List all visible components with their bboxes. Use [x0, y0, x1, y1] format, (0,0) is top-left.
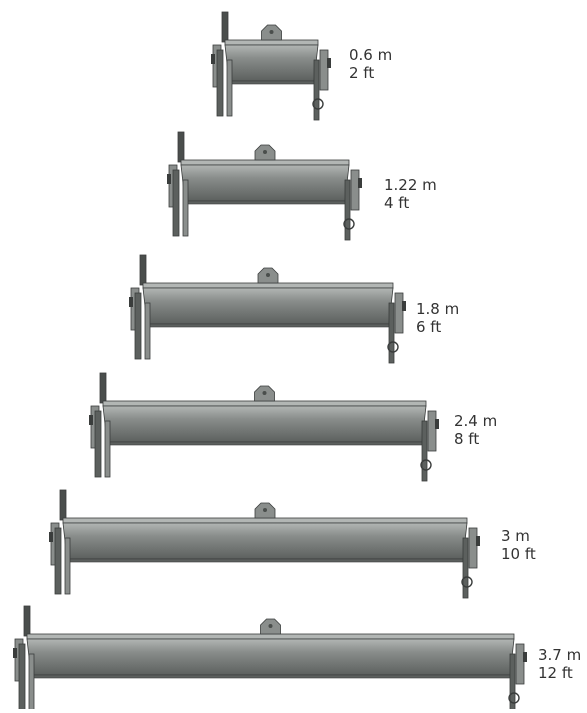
left-post: [177, 131, 185, 163]
size-label-6ft: 1.8 m 6 ft: [416, 300, 459, 336]
size-imperial: 8 ft: [454, 430, 480, 448]
left-leg-inner: [28, 653, 35, 711]
right-leg: [313, 59, 320, 121]
size-imperial: 4 ft: [384, 194, 410, 212]
trough-12ft: [13, 605, 527, 713]
size-metric: 2.4 m: [454, 412, 498, 430]
right-end-plate: [468, 527, 478, 569]
size-label-4ft: 1.22 m 4 ft: [384, 176, 437, 212]
right-leg: [462, 537, 469, 599]
trough-base: [106, 441, 423, 446]
left-leg-inner: [104, 420, 111, 478]
right-end-plate: [515, 643, 525, 685]
size-label-8ft: 2.4 m 8 ft: [454, 412, 497, 448]
left-post: [139, 254, 147, 286]
trough-base: [146, 323, 390, 328]
hook-ring: [508, 692, 520, 704]
left-leg: [18, 643, 26, 711]
trough-body: [142, 287, 394, 325]
trough-body: [180, 164, 350, 202]
hook-ring: [420, 459, 432, 471]
size-imperial: 12 ft: [538, 664, 573, 682]
trough-base: [30, 674, 511, 679]
size-imperial: 2 ft: [349, 64, 375, 82]
right-leg: [421, 420, 428, 482]
trough-2ft: [211, 11, 331, 121]
right-cap: [523, 652, 527, 662]
left-post: [59, 489, 67, 521]
left-post: [99, 372, 107, 404]
size-label-12ft: 3.7 m 12 ft: [538, 646, 581, 682]
hook-ring: [312, 98, 324, 110]
trough-base: [228, 80, 315, 85]
size-metric: 3.7 m: [538, 646, 582, 664]
hook-ring: [343, 218, 355, 230]
trough-body: [26, 638, 515, 676]
left-cap: [49, 532, 53, 542]
bracket-bolt: [269, 30, 274, 34]
trough-body: [62, 522, 468, 560]
left-leg-inner: [182, 179, 189, 237]
left-leg-inner: [64, 537, 71, 595]
trough-body: [224, 44, 319, 82]
trough-rim: [102, 400, 427, 407]
hook-ring: [461, 576, 473, 588]
trough-6ft: [129, 254, 406, 364]
left-leg: [134, 292, 142, 360]
right-cap: [327, 58, 331, 68]
trough-rim: [62, 517, 468, 524]
trough-body: [102, 405, 427, 443]
trough-8ft: [89, 372, 439, 482]
right-cap: [476, 536, 480, 546]
hook-ring: [387, 341, 399, 353]
left-cap: [13, 648, 17, 658]
size-label-2ft: 0.6 m 2 ft: [349, 46, 392, 82]
bracket-bolt: [263, 150, 267, 154]
left-post: [221, 11, 229, 43]
size-label-10ft: 3 m 10 ft: [501, 527, 536, 563]
left-post: [23, 605, 31, 637]
right-cap: [435, 419, 439, 429]
size-metric: 0.6 m: [349, 46, 393, 64]
trough-rim: [180, 159, 350, 166]
size-metric: 1.8 m: [416, 300, 460, 318]
right-cap: [402, 301, 406, 311]
right-leg: [344, 179, 351, 241]
right-end-plate: [319, 49, 329, 91]
bracket-bolt: [263, 508, 267, 512]
right-leg: [388, 302, 395, 364]
trough-4ft: [167, 131, 362, 241]
trough-10ft: [49, 489, 480, 599]
left-leg-inner: [144, 302, 151, 360]
left-cap: [211, 54, 215, 64]
right-end-plate: [394, 292, 404, 334]
size-metric: 3 m: [501, 527, 530, 545]
right-end-plate: [350, 169, 360, 211]
trough-rim: [224, 39, 319, 46]
right-cap: [358, 178, 362, 188]
left-leg: [54, 527, 62, 595]
right-leg: [509, 653, 516, 713]
left-leg: [94, 410, 102, 478]
bracket-bolt: [262, 391, 267, 395]
size-metric: 1.22 m: [384, 176, 437, 194]
left-leg: [216, 49, 224, 117]
trough-rim: [26, 633, 515, 640]
trough-base: [66, 558, 464, 563]
size-imperial: 10 ft: [501, 545, 536, 563]
left-cap: [89, 415, 93, 425]
trough-base: [184, 200, 346, 205]
left-leg-inner: [226, 59, 233, 117]
bracket-bolt: [268, 624, 273, 628]
trough-rim: [142, 282, 394, 289]
left-cap: [129, 297, 133, 307]
bracket-bolt: [266, 273, 270, 277]
left-leg: [172, 169, 180, 237]
left-cap: [167, 174, 171, 184]
size-imperial: 6 ft: [416, 318, 442, 336]
right-end-plate: [427, 410, 437, 452]
